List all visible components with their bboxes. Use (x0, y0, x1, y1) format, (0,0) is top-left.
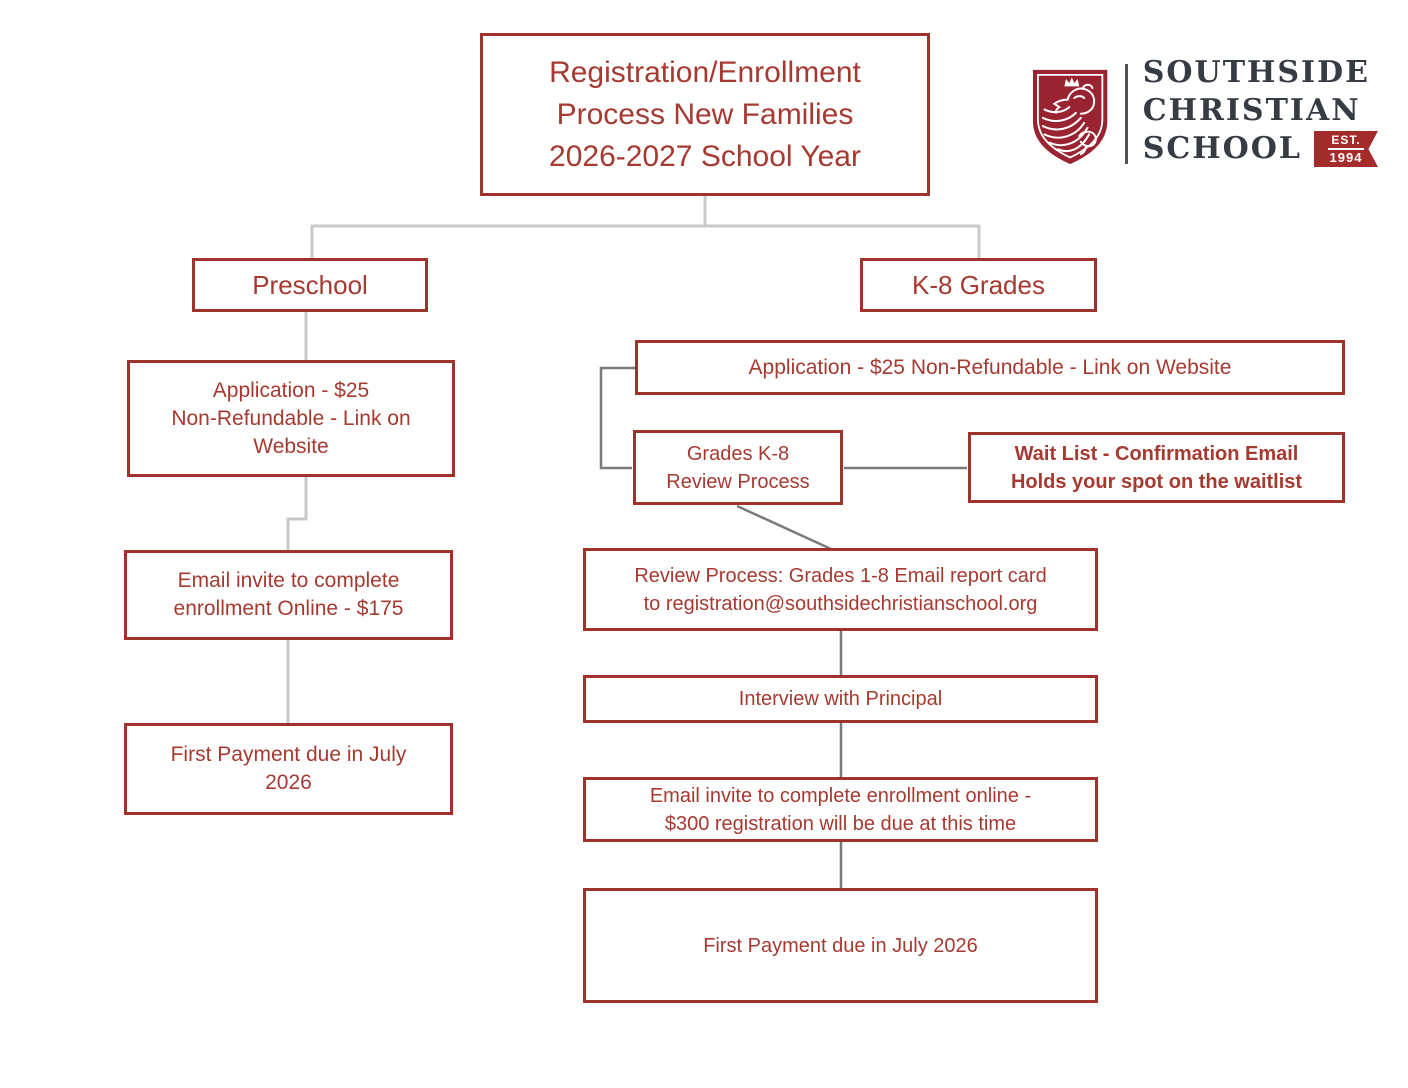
node-k8-interview: Interview with Principal (583, 675, 1098, 723)
node-k8-waitlist: Wait List - Confirmation Email Holds you… (968, 432, 1345, 503)
preschool-email-invite-text: Email invite to complete enrollment Onli… (173, 569, 404, 620)
logo-word-southside: SOUTHSIDE (1142, 55, 1370, 90)
node-title: Registration/Enrollment Process New Fami… (480, 33, 930, 196)
node-preschool-application: Application - $25 Non-Refundable - Link … (127, 360, 455, 477)
preschool-first-payment-text: First Payment due in July 2026 (170, 743, 407, 794)
preschool-text: Preschool (252, 270, 368, 300)
lion-crest-shield-icon (1032, 69, 1108, 165)
k8-application-text: Application - $25 Non-Refundable - Link … (748, 355, 1232, 379)
connector-review-detail-diagonal (736, 504, 832, 551)
node-k8-review-detail: Review Process: Grades 1-8 Email report … (583, 548, 1098, 631)
est-1994-badge: EST. 1994 (1314, 131, 1378, 167)
k8-first-payment-text: First Payment due in July 2026 (703, 934, 978, 957)
logo-word-school: SCHOOL (1142, 131, 1302, 166)
logo-word-christian: CHRISTIAN (1142, 93, 1361, 128)
node-k8-application: Application - $25 Non-Refundable - Link … (635, 340, 1345, 395)
node-k8-email-invite: Email invite to complete enrollment onli… (583, 777, 1098, 842)
k8-review-process-text: Grades K-8 Review Process (666, 442, 810, 493)
node-k8-grades: K-8 Grades (860, 258, 1097, 312)
node-preschool-first-payment: First Payment due in July 2026 (124, 723, 453, 815)
logo-divider (1125, 64, 1128, 164)
preschool-application-text: Application - $25 Non-Refundable - Link … (171, 378, 411, 458)
k8-email-invite-text: Email invite to complete enrollment onli… (649, 784, 1032, 835)
connector-k8app-review-elbow (599, 366, 636, 470)
est-label: EST. (1328, 133, 1364, 150)
connector-application-email (286, 477, 308, 551)
node-preschool: Preschool (192, 258, 428, 312)
k8-review-detail-text: Review Process: Grades 1-8 Email report … (634, 564, 1047, 615)
node-k8-first-payment: First Payment due in July 2026 (583, 888, 1098, 1003)
est-year: 1994 (1329, 149, 1363, 165)
title-text: Registration/Enrollment Process New Fami… (549, 55, 861, 173)
node-k8-review-process: Grades K-8 Review Process (633, 430, 843, 505)
k8-waitlist-text: Wait List - Confirmation Email Holds you… (1010, 442, 1303, 493)
connector-branch-split (310, 224, 981, 259)
school-logo: SOUTHSIDE CHRISTIAN SCHOOL EST. 1994 (1028, 52, 1378, 184)
k8-interview-text: Interview with Principal (738, 688, 943, 710)
k8-grades-text: K-8 Grades (912, 270, 1045, 300)
node-preschool-email-invite: Email invite to complete enrollment Onli… (124, 550, 453, 640)
